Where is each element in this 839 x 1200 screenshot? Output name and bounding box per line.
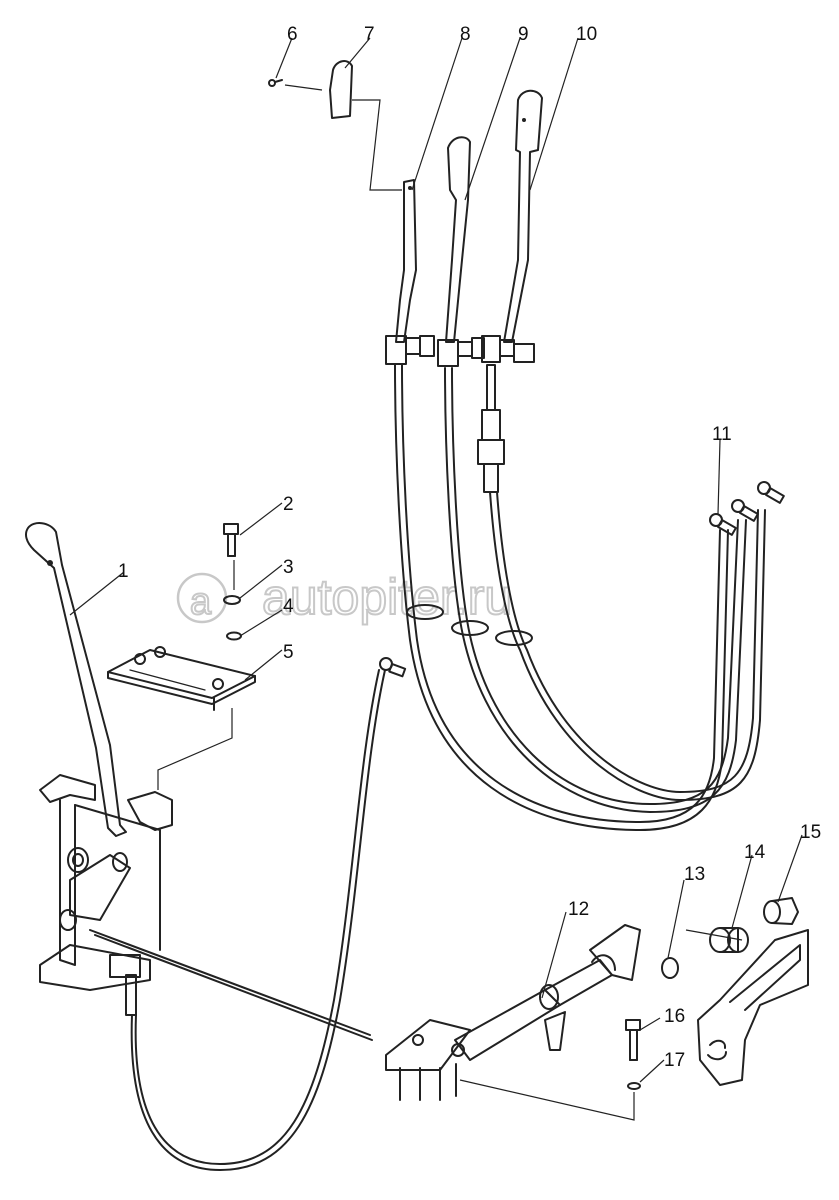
callout-15: 15 [800,822,821,843]
callout-2: 2 [283,494,294,515]
callout-17: 17 [664,1050,685,1071]
part-11-ball-joints [709,481,785,536]
part-9-lever [445,136,471,343]
watermark: a autopiter.ru [176,568,513,626]
part-6-pin [268,79,283,87]
lower-cable-end [379,657,407,678]
callout-14: 14 [744,842,766,863]
control-rod [89,929,371,1036]
cable-fitting [477,364,505,493]
part-8-lever [395,179,417,343]
part-5-plate [107,646,256,711]
callout-11: 11 [712,424,732,445]
callout-13: 13 [684,864,705,885]
callout-3: 3 [283,557,294,578]
callout-8: 8 [460,24,471,45]
callout-9: 9 [518,24,529,45]
part-4-washer [226,631,242,641]
part-15-bracket [697,897,809,1086]
part-2-bolt [223,523,239,557]
callout-12: 12 [568,899,589,920]
callout-1: 1 [118,561,129,582]
callout-5: 5 [283,642,294,663]
callout-6: 6 [287,24,298,45]
lower-cable-inner [134,669,380,1165]
callout-4: 4 [283,596,294,617]
callout-labels: 1 2 3 4 5 6 7 8 9 10 11 12 13 14 15 16 1… [118,24,821,1071]
upper-cables [394,364,766,831]
upper-clevises [385,335,535,367]
part-7-knob [329,60,353,119]
callout-16: 16 [664,1006,685,1027]
watermark-text: autopiter.ru [262,569,512,625]
part-13-ring [661,957,679,979]
part-14-bushing [709,927,749,953]
lever-mount-bracket [39,774,173,1016]
callout-10: 10 [576,24,597,45]
callout-7: 7 [364,24,375,45]
control-rod-edge [94,934,373,1041]
part-16-bolt [625,1019,641,1061]
part-3-washer [223,595,241,605]
part-1-hand-lever [25,522,127,837]
part-10-lever [503,89,543,343]
callout-leaders [69,37,803,1083]
lower-cable [130,669,386,1171]
watermark-logo-letter: a [190,581,212,623]
part-12-lever-assembly [385,924,641,1101]
part-17-washer [627,1082,641,1090]
